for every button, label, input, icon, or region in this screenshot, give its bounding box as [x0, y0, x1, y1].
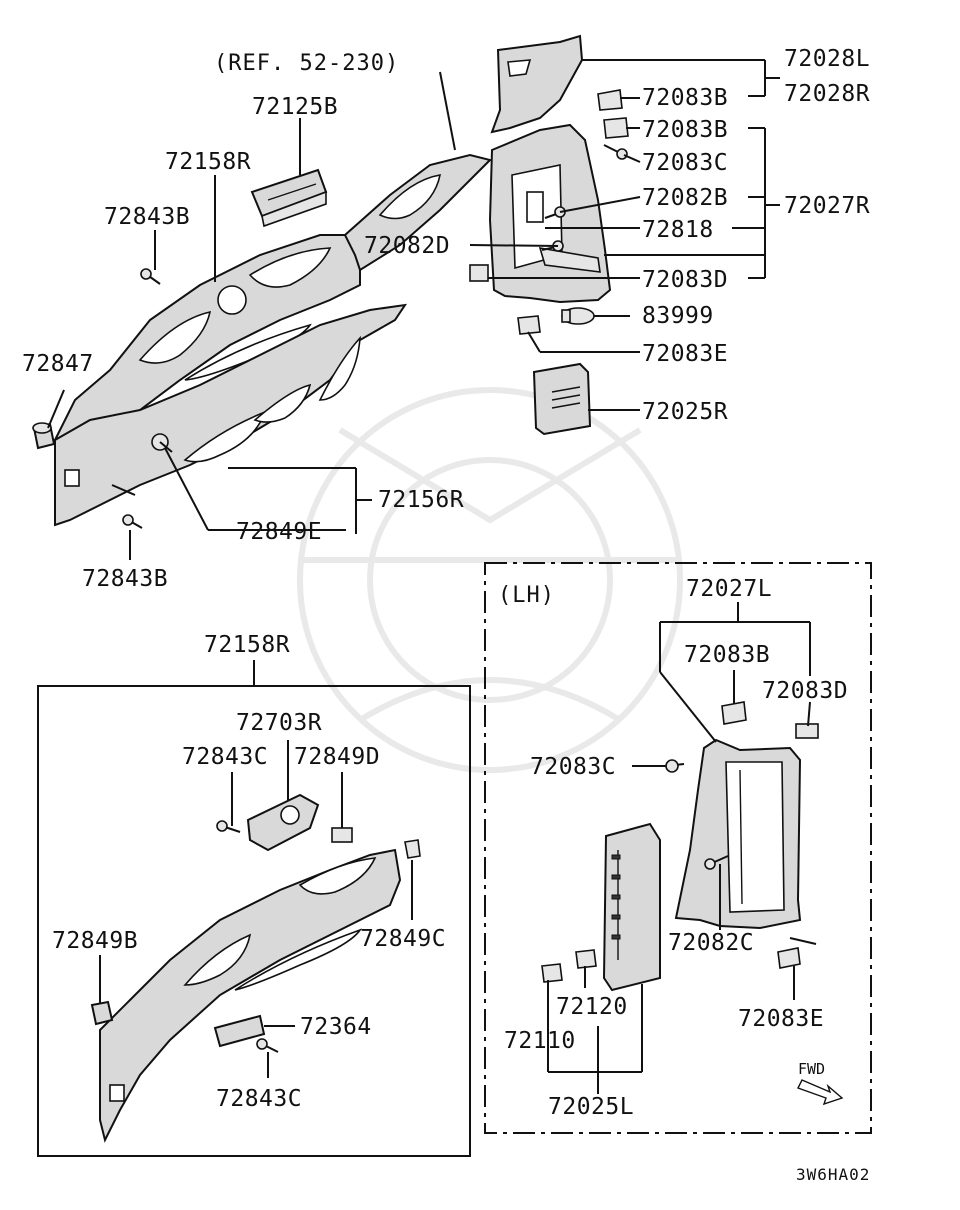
label-72083B-a: 72083B [642, 85, 728, 111]
label-72818: 72818 [642, 217, 714, 243]
bracket-72703R [246, 793, 320, 852]
clip-72083B-c [721, 701, 747, 725]
clip-72120 [575, 949, 597, 969]
lh-label: (LH) [498, 583, 555, 608]
fwd-label: FWD [798, 1060, 825, 1078]
screw-72843C-a [216, 820, 241, 833]
label-72082B: 72082B [642, 185, 728, 211]
label-72849B: 72849B [52, 928, 138, 954]
diagram-code: 3W6HA02 [796, 1165, 870, 1184]
bulb-83999 [561, 307, 595, 325]
label-72028R: 72028R [784, 81, 870, 107]
label-72027L: 72027L [686, 576, 772, 602]
label-72025R: 72025R [642, 399, 728, 425]
screw-72843B-lower [122, 514, 143, 529]
clip-72083B-b [603, 117, 629, 139]
clip-72083E-b [777, 947, 801, 969]
label-72025L: 72025L [548, 1094, 634, 1120]
pillar-trim-72027R [488, 123, 612, 304]
clip-72849B [90, 1000, 114, 1026]
label-72083B-b: 72083B [642, 117, 728, 143]
clip-72849C [404, 839, 421, 859]
trim-72158R-detail [99, 848, 402, 1143]
label-72083C-a: 72083C [642, 150, 728, 176]
screw-72843C-b [256, 1038, 279, 1053]
label-72847: 72847 [22, 351, 94, 377]
label-72110: 72110 [504, 1028, 576, 1054]
clip-72849E [151, 433, 173, 453]
cover-72025L [602, 822, 661, 992]
label-72843C-b: 72843C [216, 1086, 302, 1112]
quarter-trim-lower-72156R [54, 303, 408, 527]
label-72158R-a: 72158R [165, 149, 251, 175]
leader-lines-lh [547, 602, 817, 1094]
label-72028L: 72028L [784, 46, 870, 72]
label-72849C: 72849C [360, 926, 446, 952]
clip-72110 [541, 963, 563, 983]
lh-detail-box [484, 562, 872, 1134]
label-72843B-b: 72843B [82, 566, 168, 592]
label-72703R: 72703R [236, 710, 322, 736]
clip-72847 [32, 422, 56, 450]
label-72083E-a: 72083E [642, 341, 728, 367]
label-72083E-b: 72083E [738, 1006, 824, 1032]
leader-lines-top [47, 59, 780, 560]
label-83999: 83999 [642, 303, 714, 329]
leader-lines-bottom-left [99, 660, 413, 1078]
label-72843C-a: 72843C [182, 744, 268, 770]
label-72364: 72364 [300, 1014, 372, 1040]
clip-72083C-b [665, 759, 685, 773]
watermark-emblem [297, 387, 683, 773]
clip-72083C-a [603, 144, 628, 160]
storage-box-72125B [250, 168, 328, 228]
label-72083D-b: 72083D [762, 678, 848, 704]
screw-72082B [544, 206, 566, 219]
label-72849E: 72849E [236, 519, 322, 545]
quarter-trim-upper-72158R [53, 234, 361, 452]
label-72083D-a: 72083D [642, 267, 728, 293]
label-72120: 72120 [556, 994, 628, 1020]
label-72156R: 72156R [378, 487, 464, 513]
clip-72083E-a [517, 315, 541, 335]
clip-72083D-b [795, 723, 819, 739]
fwd-arrow [797, 1079, 844, 1106]
quarter-trim-upper-rear [343, 153, 492, 272]
label-72082C: 72082C [668, 930, 754, 956]
ref-label: (REF. 52-230) [214, 51, 399, 76]
label-72083B-c: 72083B [684, 642, 770, 668]
label-72843B-a: 72843B [104, 204, 190, 230]
cover-72364 [213, 1014, 266, 1048]
label-72158R-b: 72158R [204, 632, 290, 658]
label-72125B: 72125B [252, 94, 338, 120]
pillar-trim-72027L [674, 738, 802, 930]
label-72027R: 72027R [784, 193, 870, 219]
clip-72849D [331, 827, 353, 843]
pillar-trim-72028R [490, 34, 584, 134]
clip-72083B-a [597, 89, 623, 111]
screw-72082C [704, 855, 729, 870]
label-72082D: 72082D [364, 233, 450, 259]
label-72083C-b: 72083C [530, 754, 616, 780]
label-72849D: 72849D [294, 744, 380, 770]
labels: (REF. 52-230) 72028L 72028R 72083B 72083… [22, 46, 870, 1184]
cover-72025R [532, 362, 592, 436]
clip-72083D-upper [469, 264, 489, 282]
screw-72843B-upper [140, 268, 161, 285]
